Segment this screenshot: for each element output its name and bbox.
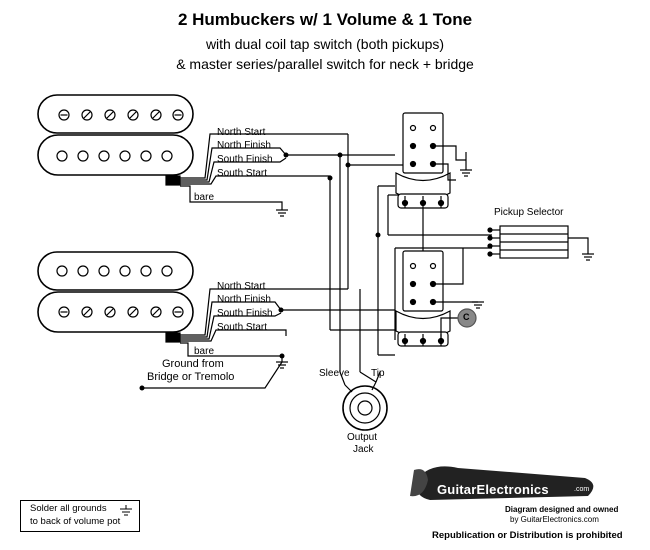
neck-humbucker bbox=[37, 94, 194, 186]
tone-pot-lower bbox=[395, 208, 484, 347]
bridge-tremolo-label: Bridge or Tremolo bbox=[147, 371, 235, 383]
capacitor-label: C bbox=[463, 312, 470, 322]
bridge-north-finish-label: North Finish bbox=[217, 294, 271, 305]
tone-capacitor bbox=[457, 308, 477, 328]
jack-jack-label: Jack bbox=[353, 444, 374, 455]
neck-south-start-label: South Start bbox=[217, 168, 268, 179]
ground-legend-box bbox=[20, 500, 140, 532]
legend-ground-icon bbox=[120, 505, 132, 516]
jack-output-label: Output bbox=[347, 432, 378, 443]
logo-line-2: by GuitarElectronics.com bbox=[510, 515, 599, 524]
neck-pickup-leads bbox=[180, 133, 348, 217]
bridge-bare-label: bare bbox=[194, 346, 215, 357]
diagram-subtitle-2: & master series/parallel switch for neck… bbox=[176, 56, 474, 72]
neck-north-finish-label: North Finish bbox=[217, 140, 271, 151]
pickup-selector-label: Pickup Selector bbox=[494, 207, 564, 218]
legend-line-2: to back of volume pot bbox=[30, 516, 121, 527]
jack-tip-label: Tip bbox=[371, 368, 385, 379]
brand-logo-text: GuitarElectronics bbox=[437, 482, 549, 497]
bridge-pickup-leads bbox=[142, 288, 348, 389]
brand-logo-graphic bbox=[410, 466, 594, 500]
neck-bare-label: bare bbox=[194, 192, 215, 203]
neck-north-start-label: North Start bbox=[217, 127, 266, 138]
ground-from-label: Ground from bbox=[162, 358, 224, 370]
volume-pot-upper bbox=[395, 112, 472, 209]
brand-logo-suffix: .com bbox=[574, 486, 590, 493]
logo-line-1: Diagram designed and owned bbox=[505, 505, 619, 514]
bridge-south-start-label: South Start bbox=[217, 322, 268, 333]
wiring-trunks bbox=[281, 134, 492, 372]
bridge-south-finish-label: South Finish bbox=[217, 308, 273, 319]
bridge-north-start-label: North Start bbox=[217, 281, 266, 292]
bridge-humbucker bbox=[37, 251, 194, 343]
diagram-title: 2 Humbuckers w/ 1 Volume & 1 Tone bbox=[177, 10, 473, 29]
jack-sleeve-label: Sleeve bbox=[319, 368, 350, 379]
legend-line-1: Solder all grounds bbox=[30, 503, 107, 514]
neck-south-finish-label: South Finish bbox=[217, 154, 273, 165]
output-jack bbox=[339, 371, 388, 431]
logo-notice: Republication or Distribution is prohibi… bbox=[432, 530, 623, 541]
diagram-subtitle-1: with dual coil tap switch (both pickups) bbox=[205, 36, 445, 52]
pickup-selector-switch bbox=[487, 225, 594, 261]
